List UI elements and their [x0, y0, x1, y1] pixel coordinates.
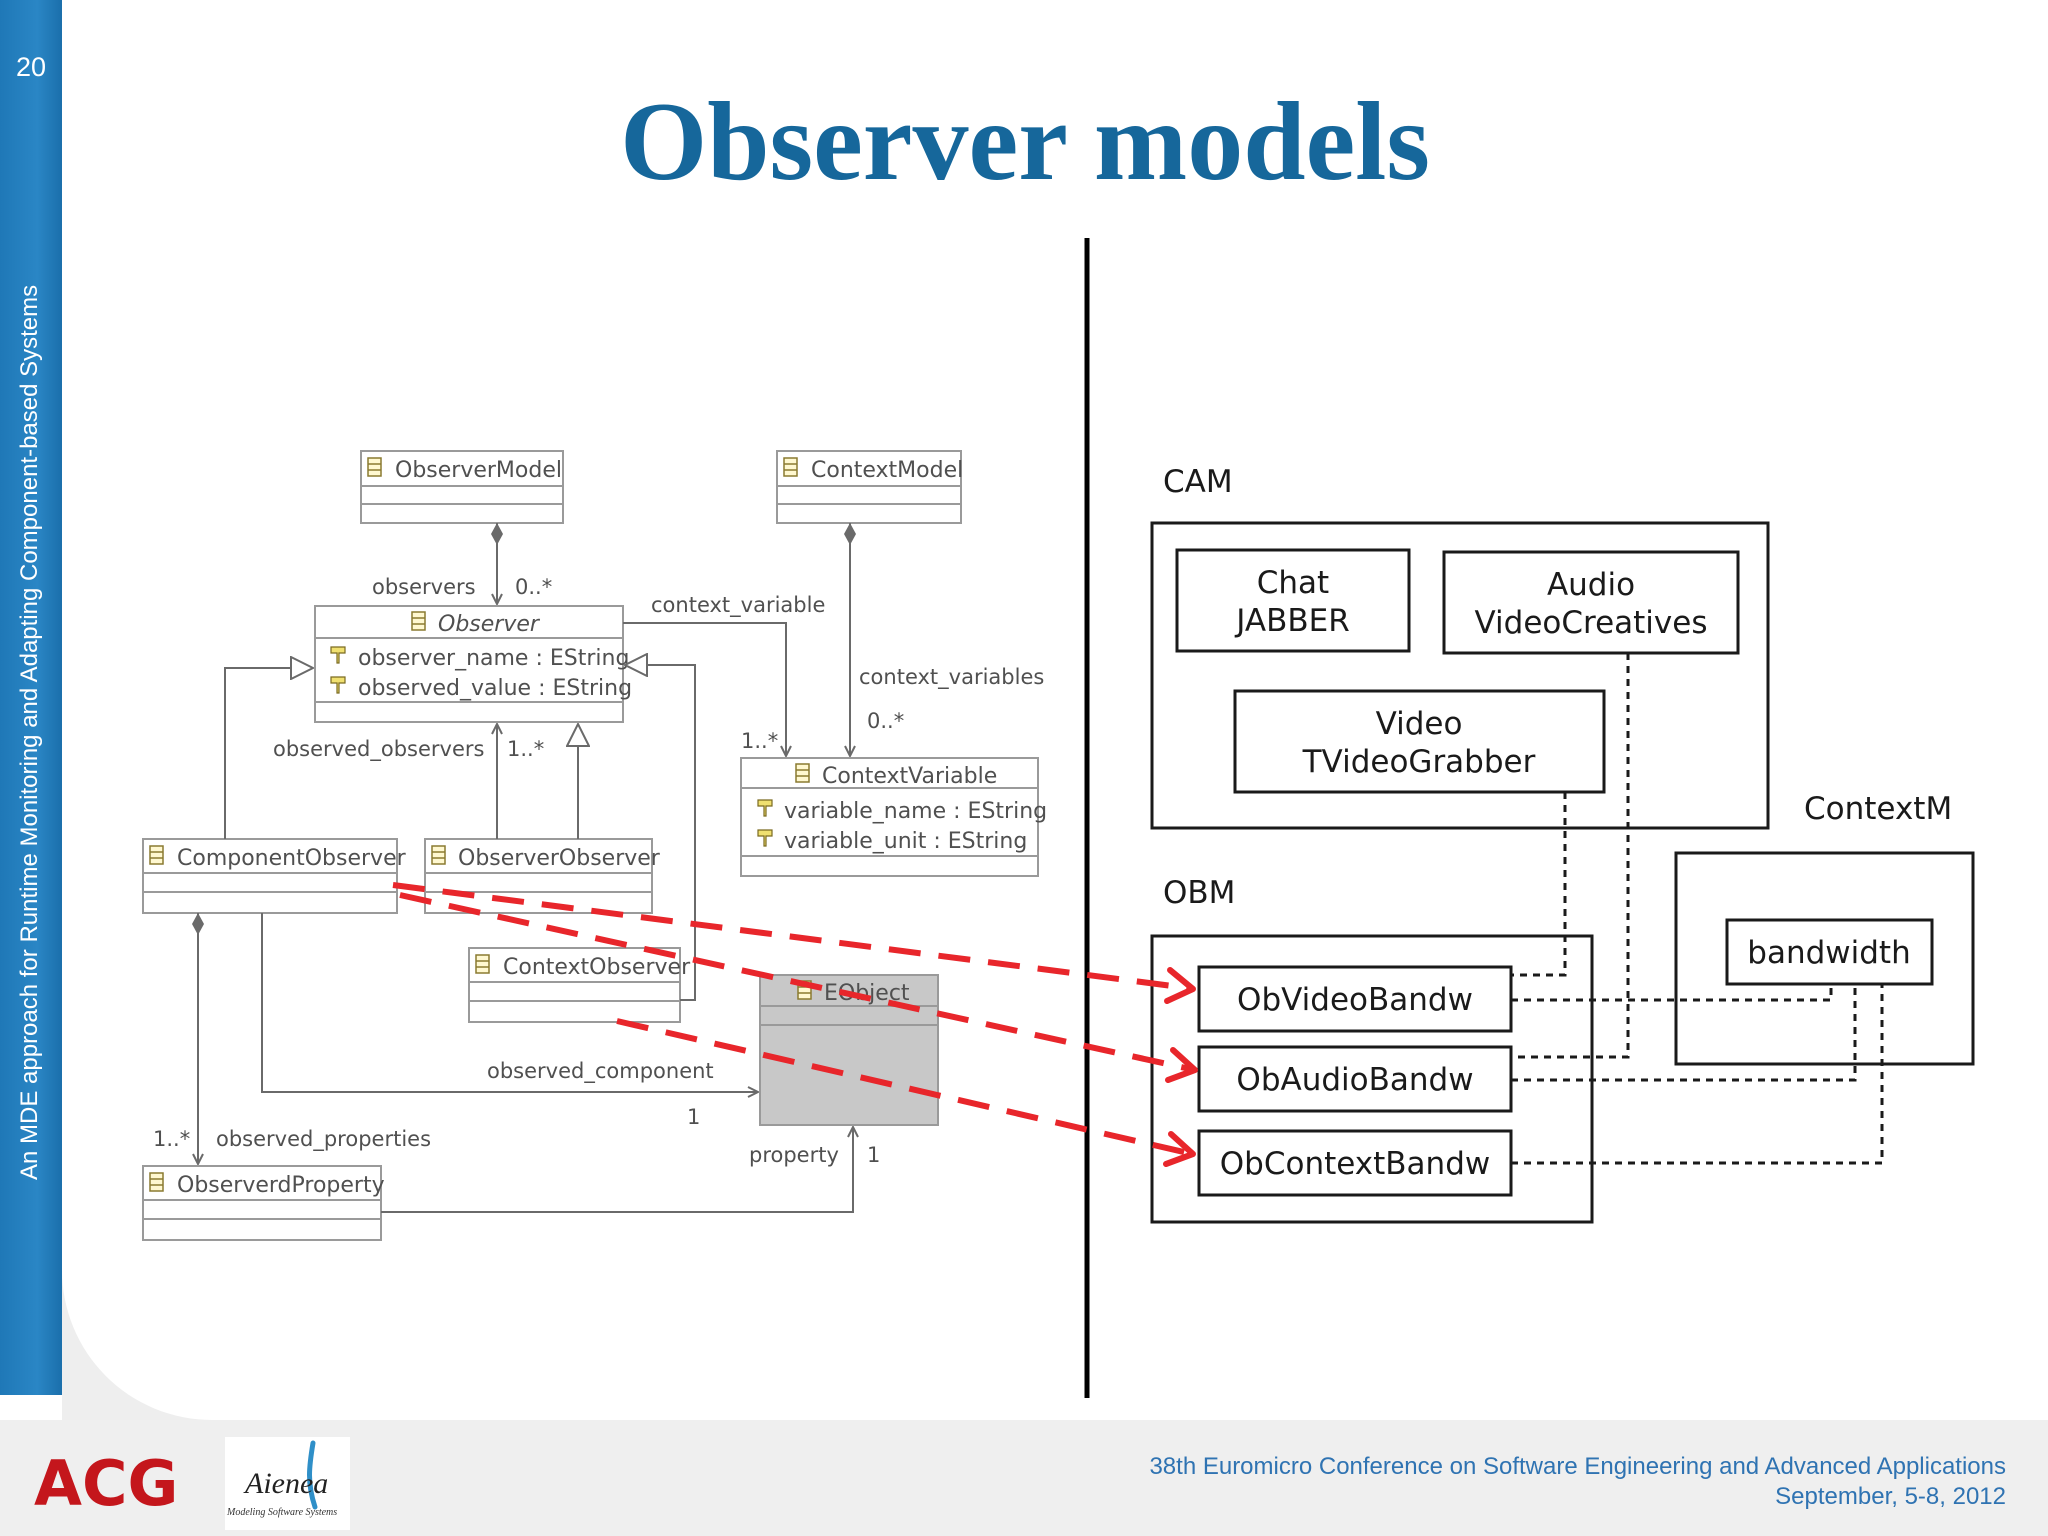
block-audio: Audio VideoCreatives [1442, 550, 1740, 655]
class-icon [795, 763, 810, 783]
label-context-variables-mult: 0..* [867, 709, 904, 733]
block-obcontextbandw: ObContextBandw [1197, 1129, 1513, 1197]
block-bandwidth-label: bandwidth [1747, 935, 1910, 971]
class-title: ContextObserver [503, 955, 691, 980]
class-title: ObserverdProperty [177, 1173, 385, 1198]
block-video: Video TVideoGrabber [1233, 689, 1606, 794]
aienea-logo: Aienea Modeling Software Systems [225, 1437, 350, 1530]
class-title: ObserverModel [395, 458, 562, 483]
block-bandwidth: bandwidth [1725, 918, 1934, 986]
uml-class-contextobserver: ContextObserver [468, 947, 691, 1023]
cam-label: CAM [1163, 464, 1233, 500]
block-video-line1: Video [1376, 706, 1463, 742]
class-icon [367, 457, 382, 477]
footer-dates: September, 5-8, 2012 [1775, 1483, 2006, 1510]
acg-logo-text: ACG [34, 1447, 178, 1517]
dotted-connectors [1511, 653, 1884, 1165]
class-attribute: variable_unit : EString [784, 829, 1027, 854]
class-attribute: observer_name : EString [358, 646, 629, 671]
label-observed-component: observed_component [487, 1059, 714, 1084]
uml-class-observerdproperty: ObserverdProperty [142, 1165, 385, 1241]
class-attribute: observed_value : EString [358, 676, 632, 701]
label-observed-observers: observed_observers [273, 737, 484, 762]
label-context-variable: context_variable [651, 593, 825, 618]
uml-class-eobject: EObject [759, 974, 939, 1126]
block-obvideobandw: ObVideoBandw [1197, 965, 1513, 1033]
mapping-arrows [392, 882, 1198, 1167]
block-obcontextbandw-label: ObContextBandw [1220, 1146, 1490, 1182]
acg-logo: ACG [34, 1447, 204, 1520]
class-title: ComponentObserver [177, 846, 407, 871]
aienea-logo-text: Aienea [243, 1467, 328, 1500]
uml-class-observerobserver: ObserverObserver [424, 838, 661, 914]
label-property-mult: 1 [867, 1143, 880, 1167]
class-icon [149, 1172, 164, 1192]
uml-class-contextmodel: ContextModel [776, 450, 963, 524]
class-icon [783, 457, 798, 477]
obm-label: OBM [1163, 875, 1235, 911]
class-title: Observer [438, 612, 541, 637]
label-context-variables: context_variables [859, 665, 1044, 690]
block-obaudiobandw-label: ObAudioBandw [1236, 1062, 1473, 1098]
block-chat-line1: Chat [1257, 565, 1329, 601]
class-title: ContextModel [811, 458, 963, 483]
aienea-logo-tagline: Modeling Software Systems [226, 1507, 337, 1518]
block-chat: Chat JABBER [1175, 548, 1411, 653]
contextm-label: ContextM [1804, 791, 1952, 827]
class-icon [431, 845, 446, 865]
class-icon [149, 845, 164, 865]
label-observers-mult: 0..* [515, 575, 552, 599]
uml-class-contextvariable: ContextVariable variable_name : EString … [740, 757, 1047, 877]
class-title: ObserverObserver [458, 846, 661, 871]
label-observed-observers-mult: 1..* [507, 737, 544, 761]
class-icon [411, 611, 426, 631]
slide-title: Observer models [620, 80, 1430, 204]
label-observed-properties: observed_properties [216, 1127, 431, 1152]
uml-class-componentobserver: ComponentObserver [142, 838, 407, 914]
page-number: 20 [15, 52, 47, 82]
class-attribute: variable_name : EString [784, 799, 1047, 824]
class-icon [475, 954, 490, 974]
class-title: ContextVariable [822, 764, 997, 789]
footer-conference: 38th Euromicro Conference on Software En… [1149, 1453, 2006, 1480]
label-observed-properties-mult: 1..* [153, 1127, 190, 1151]
uml-labels: observers 0..* context_variable 1..* con… [153, 575, 1044, 1167]
uml-class-observermodel: ObserverModel [360, 450, 564, 524]
uml-connections [198, 523, 853, 1213]
block-chat-line2: JABBER [1234, 603, 1349, 639]
block-audio-line1: Audio [1547, 567, 1635, 603]
block-audio-line2: VideoCreatives [1475, 605, 1708, 641]
label-property: property [749, 1143, 839, 1167]
block-video-line2: TVideoGrabber [1302, 744, 1536, 780]
footer-text: 38th Euromicro Conference on Software En… [1149, 1452, 2006, 1512]
uml-class-observer: Observer observer_name : EString observe… [314, 605, 632, 723]
label-observers: observers [372, 575, 476, 599]
label-observed-component-mult: 1 [687, 1105, 700, 1129]
block-obvideobandw-label: ObVideoBandw [1237, 982, 1473, 1018]
block-obaudiobandw: ObAudioBandw [1197, 1045, 1513, 1113]
label-context-variable-mult: 1..* [741, 729, 778, 753]
sidebar-stripe [0, 0, 62, 1395]
